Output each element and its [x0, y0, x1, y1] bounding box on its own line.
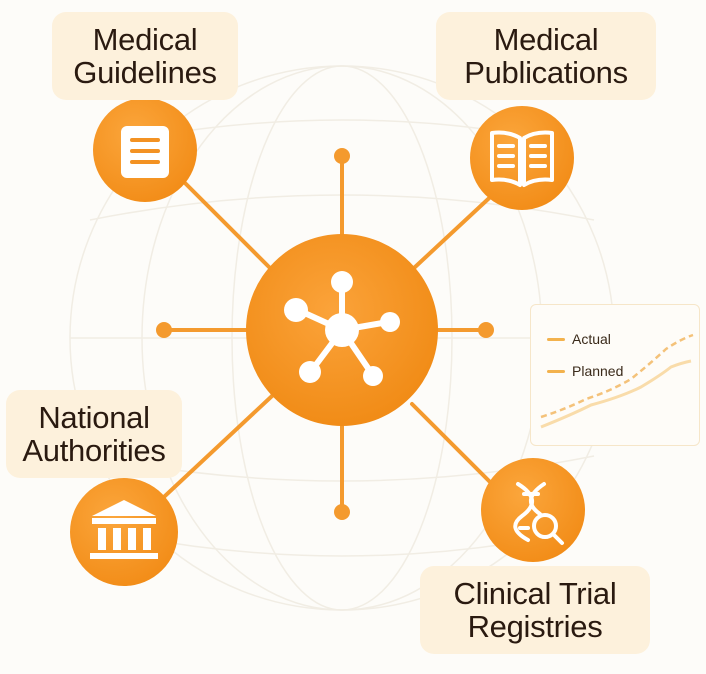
document-icon [121, 126, 169, 178]
legend-item-planned: Planned [547, 363, 623, 379]
label-line-2: Guidelines [73, 55, 217, 90]
dot-right [478, 322, 494, 338]
dna-search-icon [513, 482, 564, 545]
label-line-1: National [38, 400, 150, 435]
legend-swatch-planned [547, 369, 565, 373]
legend-item-actual: Actual [547, 331, 611, 347]
node-publications [470, 106, 574, 210]
government-building-icon [90, 500, 158, 559]
legend-card: Actual Planned [530, 304, 700, 446]
connector-authorities [148, 394, 274, 512]
central-hub [246, 234, 438, 426]
connector-end-dots [156, 148, 494, 520]
label-line-2: Publications [464, 55, 628, 90]
label-medical-guidelines: Medical Guidelines [52, 12, 238, 100]
connector-guidelines [168, 166, 272, 270]
label-clinical-trial-registries: Clinical Trial Registries [420, 566, 650, 654]
actual-trend-line [540, 333, 694, 419]
dot-top [334, 148, 350, 164]
label-national-authorities: National Authorities [6, 390, 182, 478]
label-line-2: Registries [467, 609, 603, 644]
connector-publications [412, 186, 502, 270]
legend-label-planned: Planned [572, 363, 624, 379]
node-registries [481, 458, 585, 562]
legend-label-actual: Actual [572, 331, 611, 347]
label-line-1: Clinical Trial [453, 576, 617, 611]
label-line-2: Authorities [22, 433, 166, 468]
label-line-1: Medical [493, 22, 599, 57]
legend-swatch-actual [547, 337, 565, 341]
label-medical-publications: Medical Publications [436, 12, 656, 100]
label-line-1: Medical [92, 22, 198, 57]
dot-bottom [334, 504, 350, 520]
open-book-icon [490, 130, 554, 187]
planned-trend-line [540, 359, 692, 429]
mini-trend-chart [540, 333, 694, 429]
dot-left [156, 322, 172, 338]
node-guidelines [93, 98, 197, 202]
node-authorities [70, 478, 178, 586]
network-hub-icon [284, 271, 400, 386]
